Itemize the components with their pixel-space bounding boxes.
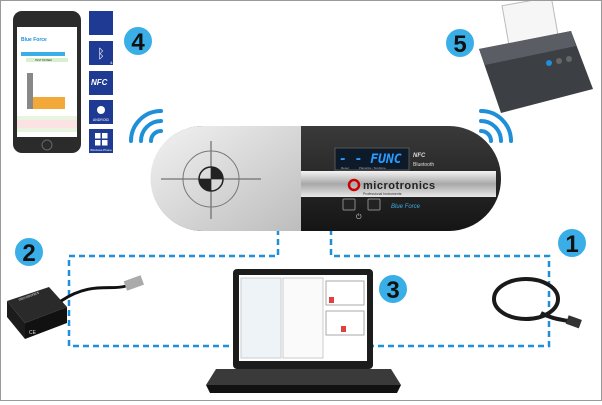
laptop: [206, 269, 401, 393]
svg-text:3: 3: [386, 277, 399, 304]
microtronics-logo-icon: [347, 178, 361, 192]
test-passed-label: TEST PASSED: [35, 59, 52, 62]
usb-cable-link: [329, 229, 551, 348]
connection-lines: [67, 229, 551, 348]
windows-phone-label: Windows Phone: [90, 148, 112, 152]
microtronics-device: - - FUNC Reset Planarità • Tenditore NFC…: [150, 126, 501, 231]
usb-cable: [492, 277, 582, 329]
nfc-icon: [89, 71, 113, 95]
device-button-right[interactable]: [367, 198, 381, 211]
device-button-left[interactable]: [342, 198, 356, 211]
display-label-reset: Reset: [341, 166, 349, 170]
bluetooth-version: 4.0: [110, 60, 116, 65]
power-icon: ⏻: [356, 213, 362, 221]
wireless-signal-right-icon: [479, 109, 513, 143]
crosshair-target-icon: [161, 141, 261, 219]
chrome-band: [301, 171, 496, 197]
android-label: ANDROID: [93, 118, 110, 122]
badge-5: 5: [444, 27, 476, 59]
bluetooth-label: Bluetooth: [413, 162, 434, 168]
brand-name: microtronics: [363, 180, 436, 192]
app-name: Blue Force: [21, 37, 47, 43]
usb-bluetooth-dongle: microtronics CE: [7, 275, 144, 339]
smartphone: Blue Force TEST PASSED: [13, 11, 81, 153]
badge-2: 2: [13, 236, 45, 268]
svg-text:5: 5: [453, 31, 466, 58]
badge-3: 3: [377, 273, 409, 305]
blue-force-label: Blue Force: [391, 204, 421, 210]
badge-4: 4: [122, 25, 154, 57]
usb-dongle-link: [67, 229, 280, 348]
svg-text:ᛒ: ᛒ: [97, 46, 105, 61]
svg-text:4: 4: [131, 29, 145, 56]
wireless-signal-left-icon: [129, 109, 163, 143]
nfc-label: NFC: [413, 153, 426, 159]
svg-text:1: 1: [565, 231, 578, 258]
windows-phone-icon: [89, 129, 113, 153]
lcd-display: [334, 147, 410, 171]
nfc-tile-label: NFC: [91, 78, 108, 87]
ce-mark: CE: [29, 330, 37, 336]
platform-icons: ᛒ 4.0 NFC ANDROID Windows Phone: [89, 11, 116, 153]
usb-plug-icon: [123, 275, 144, 291]
display-label-mode: Planarità • Tenditore: [359, 166, 386, 170]
thermal-printer: [479, 0, 593, 113]
brand-tagline: Professional Instruments: [363, 192, 402, 196]
svg-text:2: 2: [22, 240, 35, 267]
bluetooth-icon: [89, 41, 113, 65]
display-readout: - - FUNC: [339, 152, 402, 167]
badge-1: 1: [556, 227, 588, 259]
apple-icon: [89, 11, 113, 35]
